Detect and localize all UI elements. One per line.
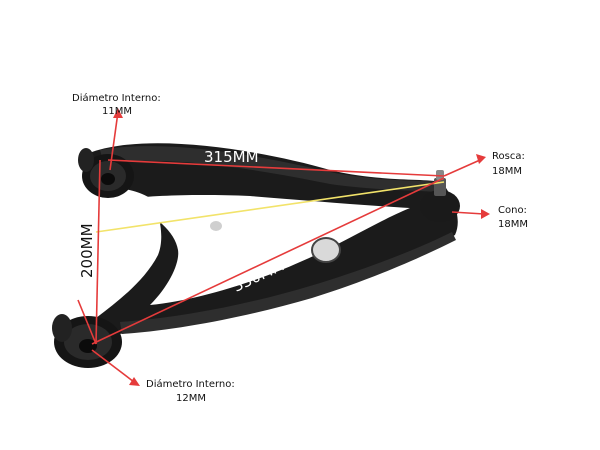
arm-large-hole-rim [311, 237, 341, 263]
dim-middle-length: 305MM [244, 212, 299, 230]
rosca-value: 18MM [492, 166, 522, 177]
dim-vertical-length: 200MM [78, 223, 96, 278]
ball-joint [420, 170, 460, 222]
control-arm [52, 143, 460, 368]
arm-small-hole [210, 221, 222, 231]
cono-value: 18MM [498, 219, 528, 230]
arrow-right-icon [481, 209, 490, 219]
arrow-up-icon [113, 108, 123, 118]
top-bushing [78, 148, 134, 198]
arm-inner-edge [118, 195, 410, 305]
dim-top-length: 315MM [204, 148, 259, 166]
line-330 [91, 177, 445, 345]
line-305 [95, 181, 445, 233]
arm-upper-flange [100, 146, 440, 192]
top-left-value: 11MM [102, 106, 132, 117]
rosca-title: Rosca: [492, 151, 525, 162]
arm-large-hole [312, 238, 340, 262]
bottom-left-value: 12MM [176, 393, 206, 404]
arrow-right-up-icon [476, 154, 486, 164]
cono-title: Cono: [498, 205, 527, 216]
line-315 [107, 159, 445, 177]
measurement-lines [77, 159, 445, 345]
arm-lower-flange [120, 232, 456, 334]
top-left-title: Diámetro Interno: [72, 92, 161, 104]
callout-arrows [91, 108, 490, 386]
arrow-down-right-icon [129, 377, 140, 386]
bottom-left-title: Diámetro Interno: [146, 378, 235, 390]
line-200 [95, 159, 101, 345]
line-bottom-bushing [77, 299, 97, 345]
bottom-bushing [52, 314, 122, 368]
